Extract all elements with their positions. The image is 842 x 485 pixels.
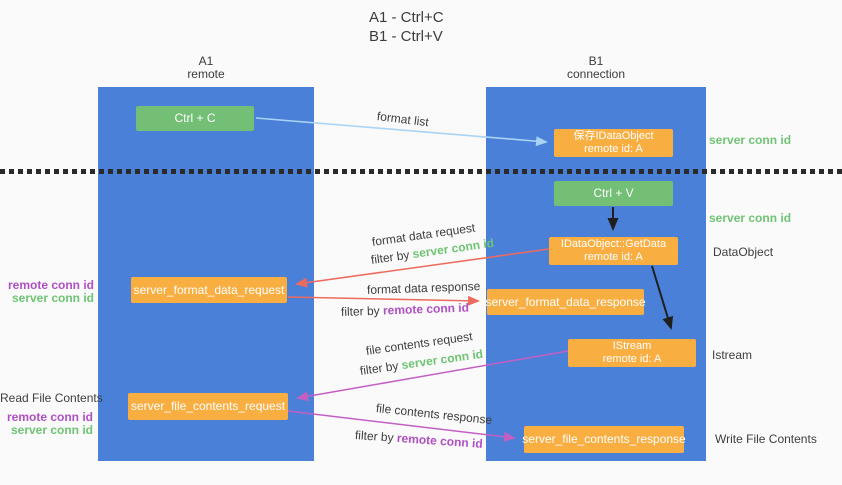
lane-b-header: B1 connection: [486, 55, 706, 81]
node-istream: IStream remote id: A: [568, 339, 696, 367]
label-format-remote-conn-id: remote conn id: [7, 278, 94, 292]
node-save-idataobject-line1: 保存IDataObject: [573, 130, 654, 142]
node-ctrl-c-label: Ctrl + C: [174, 111, 216, 125]
lane-b-name: B1: [588, 54, 604, 68]
label-write-file-contents: Write File Contents: [715, 432, 817, 446]
filter-value-remote-conn-id: remote conn id: [382, 300, 470, 318]
label-file-contents-response: file contents response: [375, 401, 493, 428]
filter-value-remote-conn-id: remote conn id: [396, 430, 484, 451]
node-ctrl-v-label: Ctrl + V: [593, 186, 634, 200]
node-server-file-contents-response: server_file_contents_response: [522, 426, 686, 453]
filter-prefix: filter by: [340, 303, 384, 319]
diagram-title: A1 - Ctrl+C B1 - Ctrl+V: [369, 8, 444, 46]
node-ctrl-v: Ctrl + V: [554, 181, 673, 206]
lane-a-header: A1 remote: [98, 55, 314, 81]
label-server-conn-id-mid: server conn id: [709, 211, 792, 225]
label-server-conn-id-top: server conn id: [709, 133, 792, 147]
label-istream: Istream: [712, 348, 753, 362]
node-istream-line1: IStream: [612, 340, 652, 352]
node-server-file-contents-request: server_file_contents_request: [128, 393, 288, 420]
lane-a-role: remote: [187, 67, 225, 81]
node-save-idataobject-line2: remote id: A: [584, 143, 643, 155]
label-read-file-contents: Read File Contents: [0, 391, 103, 405]
node-server-file-contents-response-label: server_file_contents_response: [522, 432, 686, 446]
filter-prefix: filter by: [359, 358, 403, 378]
lane-a-name: A1: [198, 54, 214, 68]
node-istream-line2: remote id: A: [602, 353, 662, 365]
node-idataobject-getdata-line2: remote id: A: [584, 251, 643, 263]
label-format-data-response: format data response: [366, 279, 481, 297]
node-save-idataobject: 保存IDataObject remote id: A: [554, 129, 673, 157]
node-ctrl-c: Ctrl + C: [136, 106, 254, 131]
lane-b-role: connection: [566, 67, 626, 81]
filter-prefix: filter by: [354, 428, 398, 445]
node-idataobject-getdata-line1: IDataObject::GetData: [560, 238, 667, 250]
diagram-title-line2: B1 - Ctrl+V: [369, 28, 443, 45]
label-filter-by-remote-conn-id-2: filter by remote conn id: [355, 428, 484, 451]
node-idataobject-getdata: IDataObject::GetData remote id: A: [549, 237, 678, 265]
filter-prefix: filter by: [370, 247, 414, 267]
node-server-format-data-response-label: server_format_data_response: [485, 294, 646, 309]
label-format-list: format list: [376, 109, 430, 130]
node-server-file-contents-request-label: server_file_contents_request: [130, 399, 286, 413]
label-file-remote-conn-id: remote conn id: [6, 410, 93, 424]
label-format-server-conn-id: server conn id: [11, 291, 94, 305]
node-server-format-data-request-label: server_format_data_request: [133, 282, 285, 297]
label-dataobject: DataObject: [713, 245, 774, 259]
node-server-format-data-request: server_format_data_request: [131, 277, 287, 303]
node-server-format-data-response: server_format_data_response: [485, 289, 646, 315]
diagram-title-line1: A1 - Ctrl+C: [369, 9, 444, 26]
label-file-server-conn-id: server conn id: [10, 423, 93, 437]
label-filter-by-remote-conn-id-1: filter by remote conn id: [341, 301, 469, 319]
session-divider-dotted-line: [0, 169, 842, 174]
